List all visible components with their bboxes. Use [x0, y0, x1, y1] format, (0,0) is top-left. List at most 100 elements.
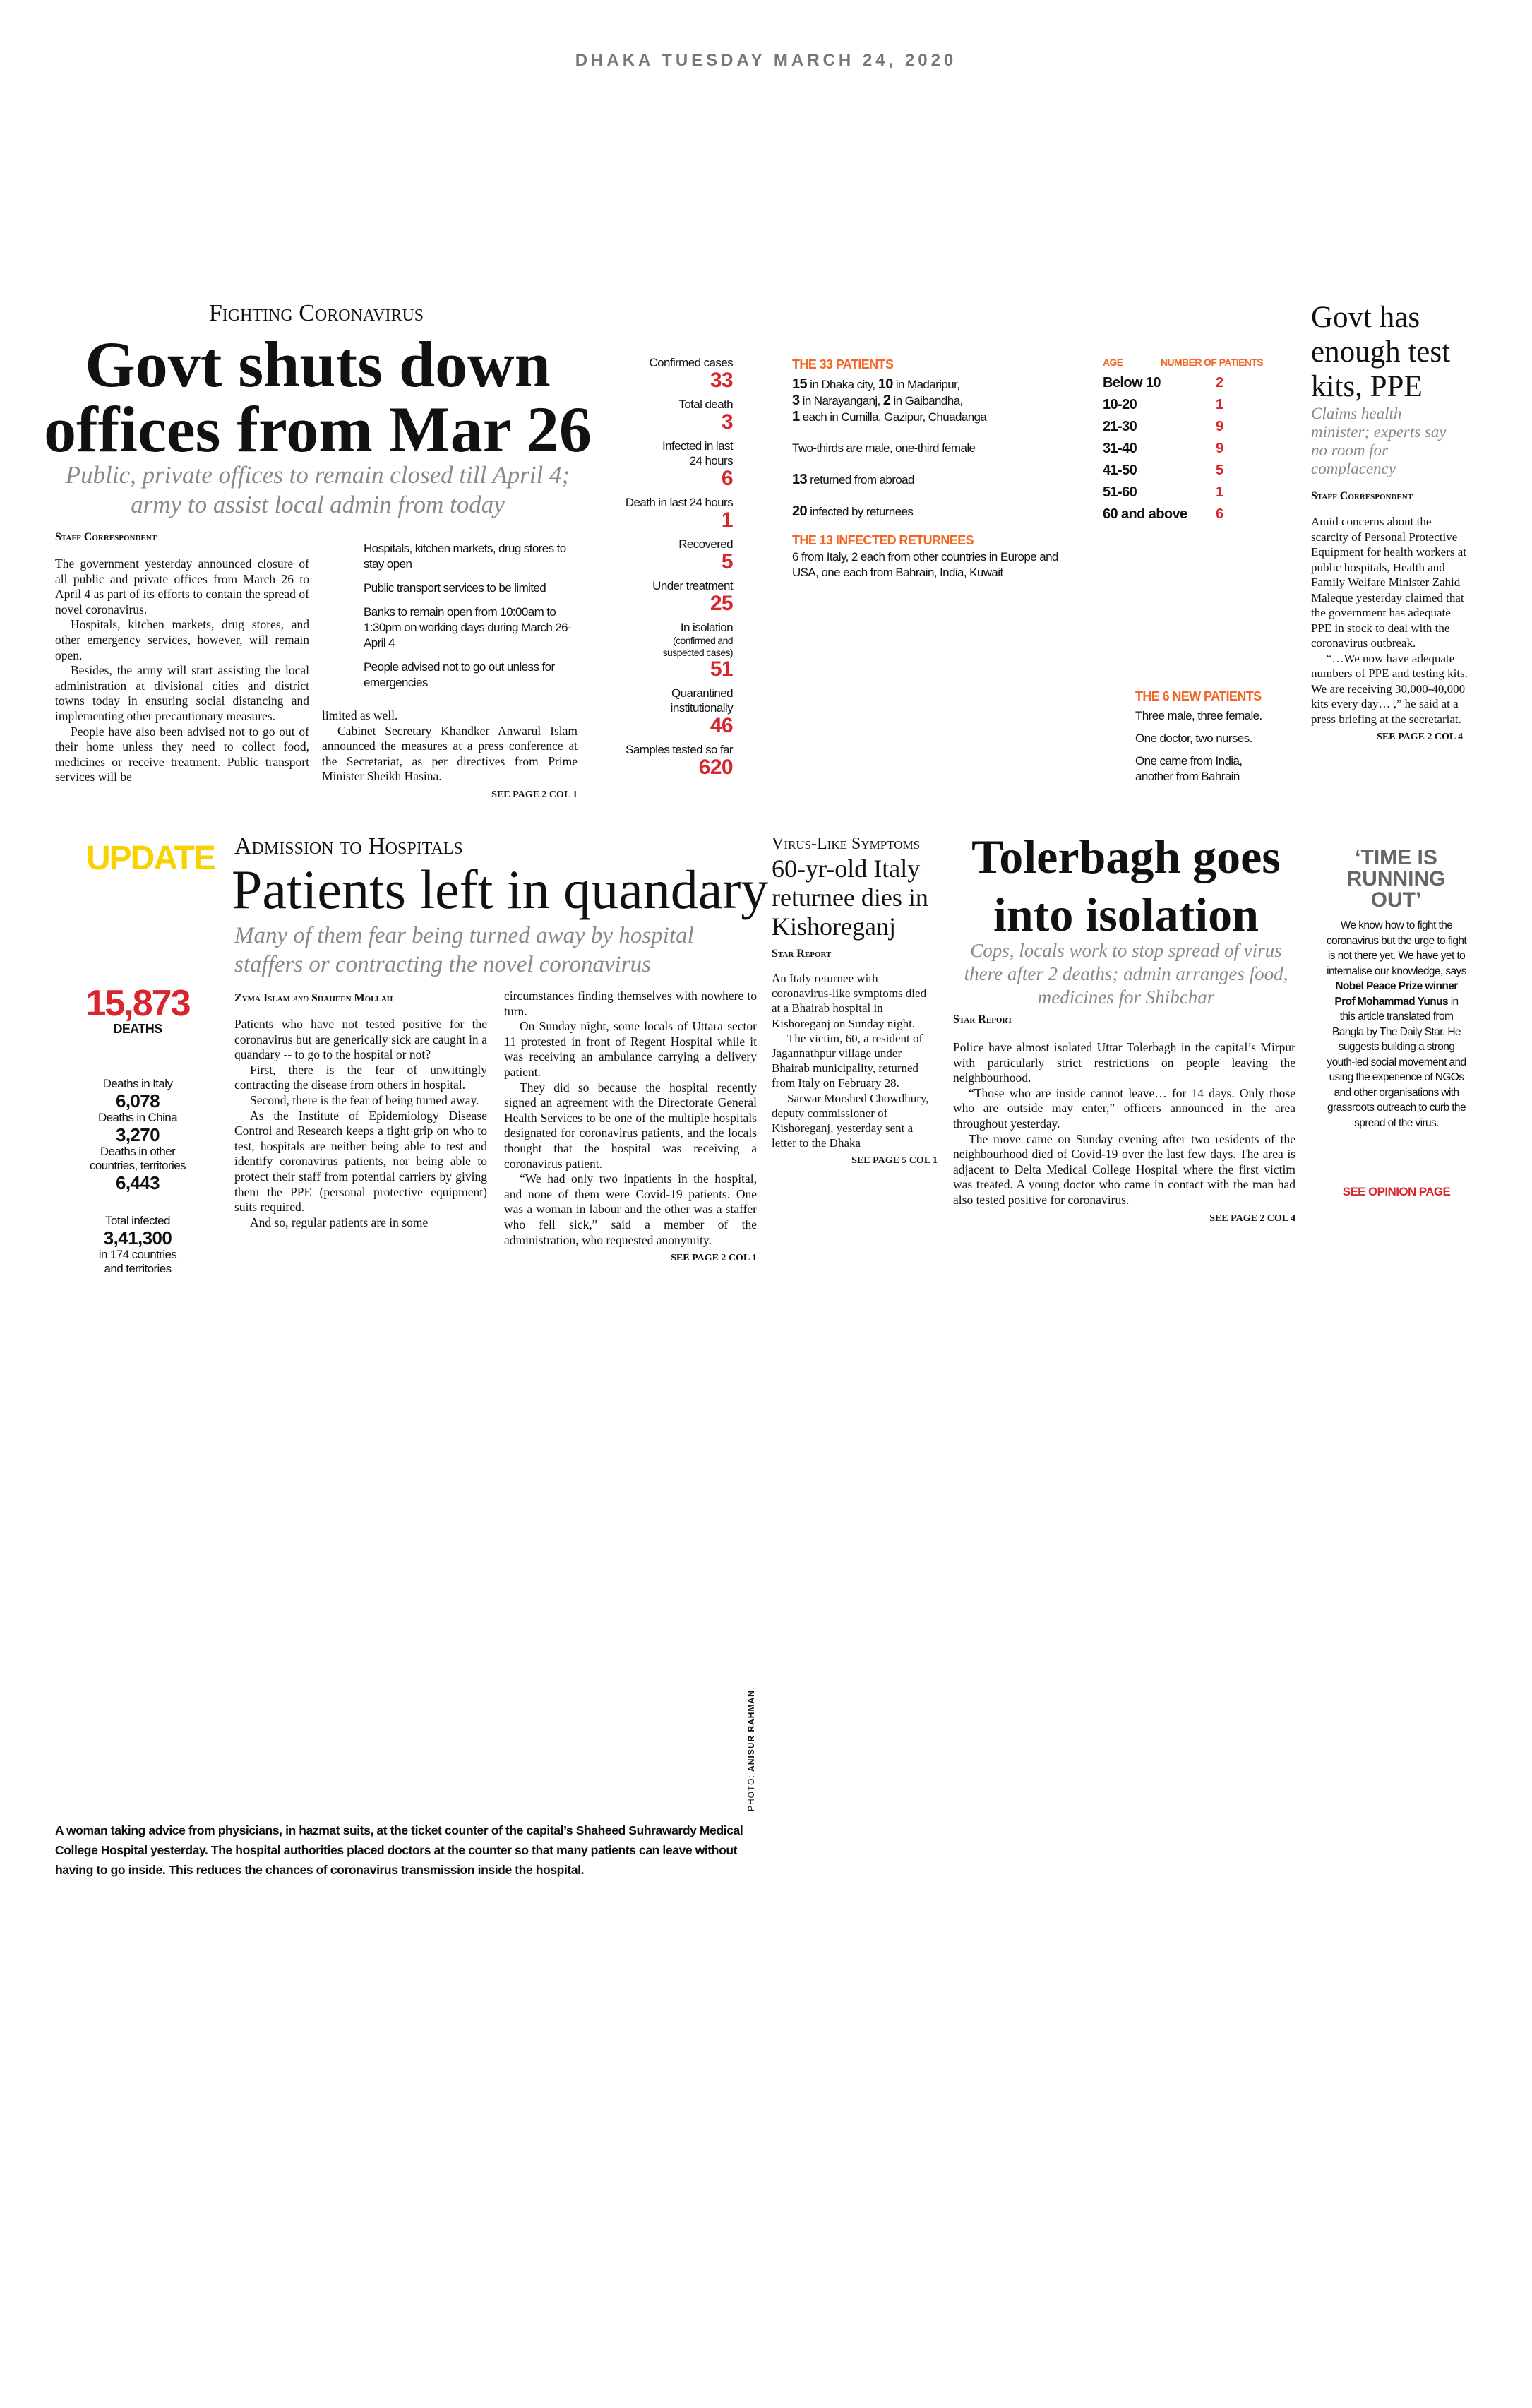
quandary-jump-link[interactable]: SEE PAGE 2 COL 1 — [671, 1253, 757, 1264]
patients-gender: Two-thirds are male, one-third female — [792, 441, 976, 455]
new-patients-box: THE 6 NEW PATIENTS Three male, three fem… — [1135, 689, 1276, 785]
patients-33-title: THE 33 PATIENTS — [792, 357, 894, 371]
see-opinion-link[interactable]: SEE OPINION PAGE — [1342, 1185, 1451, 1198]
quandary-subhead: Many of them fear being turned away by h… — [234, 923, 694, 977]
stat-value: 6 — [721, 467, 734, 490]
patients-33-line: 15 in Dhaka city, 10 in Madaripur, — [792, 376, 960, 392]
highlight-item: Hospitals, kitchen markets, drug stores … — [364, 542, 566, 571]
update-label: UPDATE — [86, 840, 216, 877]
count-column-header: NUMBER OF PATIENTS — [1161, 357, 1264, 368]
lead-subhead-line1: Public, private offices to remain closed… — [65, 461, 570, 489]
paragraph: circumstances finding themselves with no… — [504, 989, 757, 1018]
paragraph: As the Institute of Epidemiology Disease… — [234, 1108, 487, 1215]
new-patients-title: THE 6 NEW PATIENTS — [1135, 689, 1262, 703]
patients-33-box: THE 33 PATIENTS 15 in Dhaka city, 10 in … — [792, 357, 1075, 580]
ppe-subhead: Claims health minister; experts say no r… — [1311, 405, 1447, 477]
paragraph: The move came on Sunday evening after tw… — [953, 1131, 1295, 1207]
paragraph: “Those who are inside cannot leave… for … — [953, 1085, 1295, 1131]
total-deaths-label: DEATHS — [113, 1022, 162, 1036]
quandary-byline: Zyma Islam and Shaheen Mollah — [234, 992, 393, 1004]
opinion-blurb: We know how to fight the coronavirus but… — [1326, 919, 1467, 1129]
highlight-item: Banks to remain open from 10:00am to 1:3… — [364, 605, 572, 650]
lead-byline: Staff Correspondent — [55, 531, 157, 543]
deaths-value: 6,443 — [115, 1172, 160, 1193]
lead-body-col2: limited as well. Cabinet Secretary Khand… — [322, 708, 578, 803]
photo-caption: A woman taking advice from physicians, i… — [55, 1823, 743, 1877]
ppe-byline: Staff Correspondent — [1311, 490, 1413, 502]
quandary-headline[interactable]: Patients left in quandary — [232, 859, 769, 920]
italy-headline[interactable]: 60-yr-old Italy returnee dies in Kishore… — [772, 854, 928, 941]
paragraph: The victim, 60, a resident of Jagannathp… — [772, 1031, 923, 1090]
stat-value: 46 — [710, 714, 734, 737]
tolerbagh-jump-link[interactable]: SEE PAGE 2 COL 4 — [1209, 1212, 1295, 1224]
dateline: DHAKA TUESDAY MARCH 24, 2020 — [575, 51, 957, 70]
stat-label: Samples tested so far — [626, 743, 733, 756]
deaths-label: Deaths in other countries, territories — [89, 1145, 186, 1172]
stat-label: Total death — [678, 398, 733, 411]
deaths-value: 3,270 — [115, 1124, 160, 1145]
tolerbagh-headline[interactable]: Tolerbagh goes into isolation — [953, 828, 1299, 943]
photo-credit: PHOTO: ANISUR RAHMAN — [746, 1690, 756, 1811]
italy-byline: Star Report — [772, 948, 832, 960]
paragraph: The government yesterday announced closu… — [55, 556, 309, 616]
new-patients-line: One came from India, another from Bahrai… — [1135, 754, 1243, 783]
returnees-text: 6 from Italy, 2 each from other countrie… — [792, 550, 1058, 579]
paragraph: An Italy returnee with coronavirus-like … — [772, 972, 927, 1030]
ppe-headline[interactable]: Govt has enough test kits, PPE — [1311, 301, 1451, 403]
paragraph: Police have almost isolated Uttar Tolerb… — [953, 1040, 1295, 1085]
paragraph: Besides, the army will start assisting t… — [55, 663, 309, 723]
lead-headline[interactable]: Govt shuts down offices from Mar 26 — [42, 332, 593, 462]
paragraph: On Sunday night, some locals of Uttara s… — [504, 1019, 757, 1079]
italy-body: An Italy returnee with coronavirus-like … — [772, 971, 938, 1169]
stat-value: 620 — [698, 756, 734, 779]
lead-headline-line2: offices from Mar 26 — [44, 393, 592, 465]
infected-note: in 174 countries and territories — [98, 1248, 177, 1275]
quandary-kicker: Admission to Hospitals — [234, 833, 463, 859]
stat-value: 1 — [721, 508, 734, 532]
stat-label: Infected in last 24 hours — [662, 439, 734, 467]
deaths-value: 6,078 — [115, 1090, 160, 1111]
italy-jump-link[interactable]: SEE PAGE 5 COL 1 — [851, 1155, 938, 1167]
tolerbagh-subhead: Cops, locals work to stop spread of viru… — [964, 940, 1288, 1008]
stat-value: 3 — [721, 410, 734, 434]
ppe-jump-link[interactable]: SEE PAGE 2 COL 4 — [1377, 732, 1463, 742]
lead-kicker: Fighting Coronavirus — [208, 300, 424, 326]
deaths-label: Deaths in Italy — [102, 1077, 173, 1090]
patients-33-line: 1 each in Cumilla, Gazipur, Chuadanga — [792, 409, 987, 424]
stat-label: Recovered — [678, 537, 733, 551]
paragraph: And so, regular patients are in some — [250, 1215, 429, 1229]
stat-sublabel: (confirmed and suspected cases) — [662, 635, 734, 658]
paragraph: People have also been advised not to go … — [55, 724, 309, 785]
age-column-header: AGE — [1103, 357, 1123, 368]
stat-label: Death in last 24 hours — [625, 496, 734, 509]
infected-value: 3,41,300 — [103, 1227, 172, 1248]
stat-label: Quarantined institutionally — [670, 686, 734, 715]
lead-jump-link[interactable]: SEE PAGE 2 COL 1 — [491, 789, 578, 800]
paragraph: “We had only two inpatients in the hospi… — [504, 1172, 757, 1247]
opinion-headline[interactable]: ‘TIME IS RUNNING OUT’ — [1346, 846, 1446, 912]
lead-subhead: Public, private offices to remain closed… — [49, 460, 586, 520]
stat-label: Confirmed cases — [649, 356, 733, 369]
tolerbagh-headline-line1: Tolerbagh goes — [971, 830, 1281, 883]
patients-abroad: 13 returned from abroad — [792, 472, 914, 487]
tolerbagh-byline: Star Report — [953, 1013, 1013, 1025]
infected-label: Total infected — [105, 1214, 170, 1227]
stats-column: Confirmed cases 33 Total death 3 Infecte… — [607, 355, 734, 784]
paragraph: Second, there is the fear of being turne… — [250, 1092, 479, 1107]
ppe-body: Amid concerns about the scarcity of Pers… — [1311, 514, 1470, 745]
paragraph: Amid concerns about the scarcity of Pers… — [1311, 515, 1466, 650]
new-patients-line: One doctor, two nurses. — [1135, 732, 1252, 745]
paragraph: Sarwar Morshed Chowdhury, deputy commiss… — [772, 1091, 929, 1150]
lead-body-col1: The government yesterday announced closu… — [55, 556, 309, 785]
highlight-item: Public transport services to be limited — [364, 581, 546, 595]
new-patients-line: Three male, three female. — [1135, 709, 1262, 722]
lead-headline-line1: Govt shuts down — [85, 328, 551, 400]
paragraph: Cabinet Secretary Khandker Anwarul Islam… — [322, 723, 578, 784]
stat-value: 51 — [710, 657, 734, 681]
